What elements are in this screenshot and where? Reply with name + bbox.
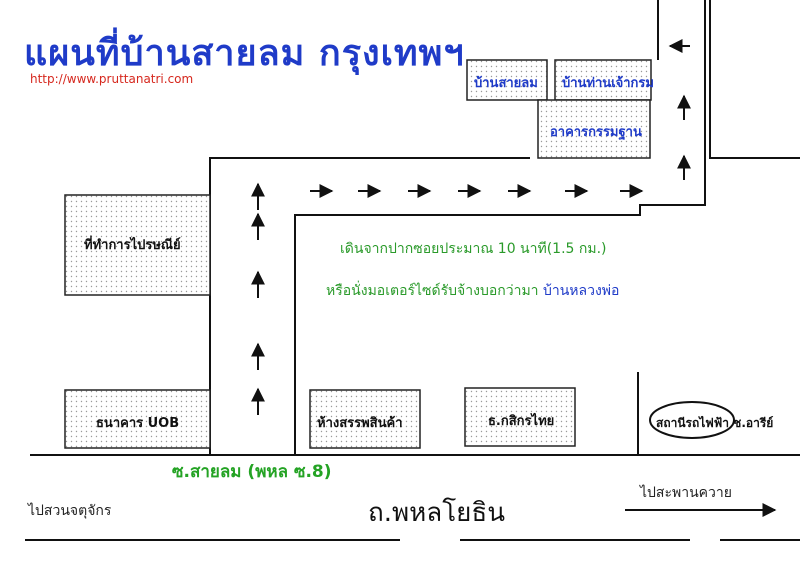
soi-sailom-label: ซ.สายลม (พหล ซ.8) [172, 462, 332, 482]
soi-east-edge [294, 0, 706, 455]
building-ban-sailom [466, 59, 548, 101]
directions-line-2-prefix: หรือนั่งมอเตอร์ไซด์รับจ้างบอกว่ามา [326, 283, 539, 299]
label-ban-tan-chao-krom: บ้านท่านเจ้ากรม [562, 76, 654, 91]
building-post-office [64, 194, 211, 296]
to-chatuchak-label: ไปสวนจตุจักร [28, 503, 112, 519]
directions-line-2: หรือนั่งมอเตอร์ไซด์รับจ้างบอกว่ามา บ้านห… [326, 280, 619, 302]
label-uob-bank: ธนาคาร UOB [96, 416, 180, 431]
directions-line-1: เดินจากปากซอยประมาณ 10 นาที(1.5 กม.) [340, 241, 607, 257]
main-road-label: ถ.พหลโยธิน [368, 498, 506, 528]
building-uob-bank [64, 389, 211, 449]
label-bts-station: สถานีรถไฟฟ้า ช.อารีย์ [656, 416, 774, 430]
buildings-layer [64, 59, 652, 449]
road-lines [25, 0, 800, 541]
label-ban-sailom: บ้านสายลม [474, 76, 538, 91]
arrows-north-lane [668, 39, 691, 180]
building-kasikorn-bank [464, 387, 576, 447]
building-department-store [309, 389, 421, 449]
label-kasikorn-bank: ธ.กสิกรไทย [488, 414, 555, 429]
directions-destination: บ้านหลวงพ่อ [542, 283, 620, 299]
label-department-store: ห้างสรรพสินค้า [317, 416, 403, 431]
to-saphan-khwai-label: ไปสะพานควาย [640, 485, 732, 501]
page-title: แผนที่บ้านสายลม กรุงเทพฯ [24, 33, 465, 74]
soi-west-edge [209, 157, 530, 455]
label-akhan-kammathan: อาคารกรรมฐาน [550, 125, 642, 140]
north-lane-east [709, 0, 800, 159]
website-url[interactable]: http://www.pruttanatri.com [30, 72, 194, 86]
building-akhan-kammathan [537, 99, 651, 159]
bts-station-outline [649, 401, 735, 439]
label-post-office: ที่ทำการไปรษณีย์ [84, 238, 181, 253]
